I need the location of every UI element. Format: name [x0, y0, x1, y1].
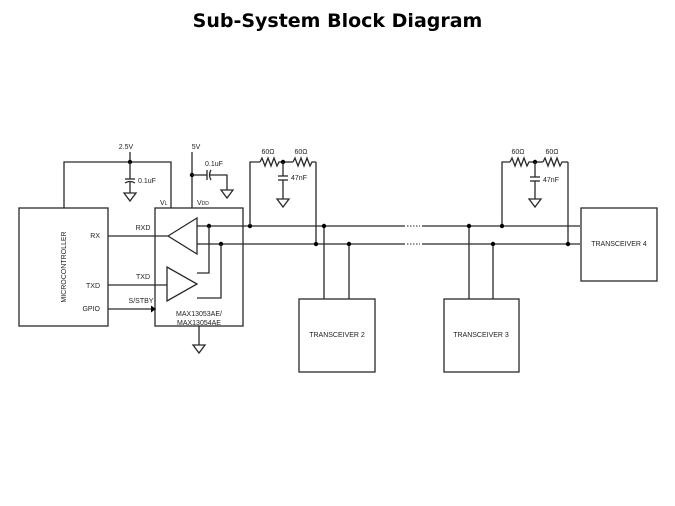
transceiver-4-label: TRANSCEIVER 4 — [591, 241, 647, 248]
receiver-buffer-icon — [166, 216, 198, 256]
pin-vl-label: VL — [160, 200, 168, 207]
pin-rx-label: RX — [90, 233, 100, 240]
ic-internal-wiring — [197, 223, 580, 299]
page-title: Sub-System Block Diagram — [192, 10, 483, 32]
transceiver-3-label: TRANSCEIVER 3 — [453, 332, 509, 339]
vdd-cap-label: 0.1uF — [205, 161, 223, 168]
resistor-icon — [542, 156, 568, 168]
pin-txd-label: TXD — [86, 283, 100, 290]
vl-supply-net — [63, 152, 172, 208]
ground-icon — [191, 344, 207, 355]
term1-cap-label: 47nF — [291, 175, 307, 182]
vdd-supply-label: 5V — [192, 144, 201, 151]
microcontroller-label: MICROCONTROLLER — [61, 231, 68, 302]
driver-buffer-icon — [166, 265, 199, 303]
pin-gpio-label: GPIO — [82, 306, 100, 313]
standby-label: S/STBY — [129, 298, 154, 305]
txd-label: TXD — [136, 274, 150, 281]
transceiver-3-block — [443, 298, 520, 373]
max13053-ic-block — [154, 207, 244, 327]
rxd-label: RXD — [136, 225, 151, 232]
vdd-supply-net — [189, 152, 235, 208]
term2-cap-label: 47nF — [543, 177, 559, 184]
resistor-icon — [259, 156, 283, 168]
transceiver-3-stub — [466, 223, 496, 299]
ground-icon — [122, 192, 138, 203]
ic-part-line2: MAX13054AE — [177, 320, 221, 327]
resistor-icon — [509, 156, 535, 168]
vl-supply-label: 2.5V — [119, 144, 134, 151]
term2-r2-label: 60Ω — [545, 149, 558, 156]
term1-r2-label: 60Ω — [294, 149, 307, 156]
ic-ground — [191, 326, 207, 355]
transceiver-2-block — [298, 298, 376, 373]
transceiver-2-stub — [321, 223, 352, 299]
ground-icon — [219, 189, 235, 200]
ic-part-line1: MAX13053AE/ — [176, 311, 222, 318]
arrow-icon — [151, 305, 156, 313]
term1-r1-label: 60Ω — [261, 149, 274, 156]
microcontroller-block — [18, 207, 109, 327]
ground-icon — [527, 198, 543, 209]
ground-icon — [275, 198, 291, 209]
transceiver-2-label: TRANSCEIVER 2 — [309, 332, 365, 339]
transceiver-4-block — [580, 207, 658, 282]
bus-break — [405, 224, 422, 246]
resistor-icon — [292, 156, 316, 168]
pin-vdd-label: VDD — [197, 200, 209, 207]
vl-cap-label: 0.1uF — [138, 178, 156, 185]
term2-r1-label: 60Ω — [511, 149, 524, 156]
termination-2 — [499, 156, 571, 247]
termination-1 — [249, 156, 319, 247]
